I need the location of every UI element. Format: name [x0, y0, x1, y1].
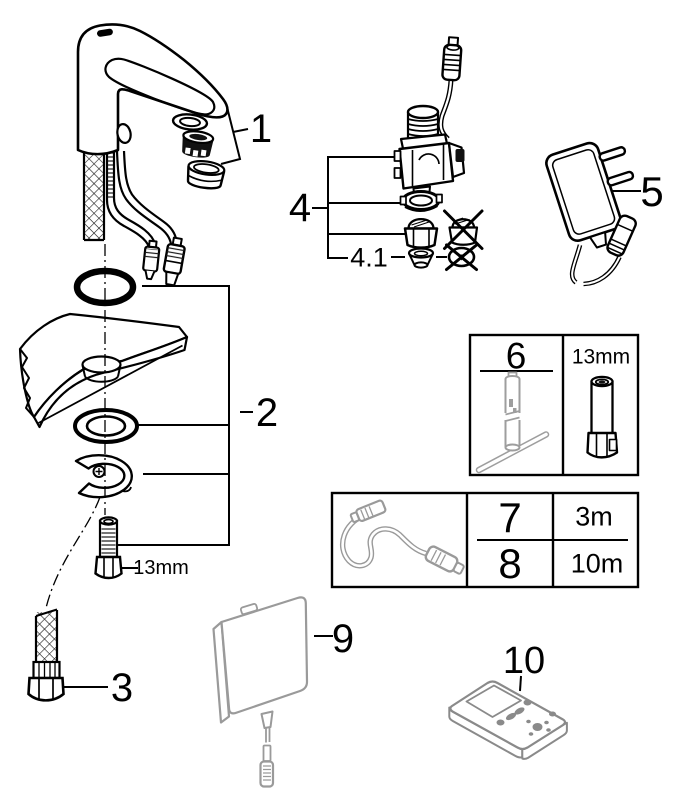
deck-hole	[81, 355, 122, 383]
cable-plug-a	[349, 499, 387, 523]
callout-2: 2	[255, 391, 279, 435]
stud-size-label: 13mm	[133, 557, 189, 579]
cone-gasket-drawing	[407, 247, 435, 269]
ring-nut-drawing	[399, 190, 443, 212]
tool-box-part-number: 6	[505, 335, 527, 377]
cable-box-frame	[330, 491, 640, 589]
mounting-tool-drawing	[475, 371, 550, 474]
power-supply-drawing	[545, 141, 637, 287]
cable-row-7-length: 3m	[575, 501, 613, 532]
faucet-top-slot	[97, 28, 113, 37]
socket-13mm-drawing	[586, 375, 619, 459]
cable-plug-b	[424, 545, 465, 575]
callout-1: 1	[249, 107, 273, 151]
callout-10: 10	[502, 640, 546, 682]
cable-row-8-number: 8	[498, 540, 522, 587]
faucet-drawing	[76, 23, 229, 287]
valve-cable-connector	[441, 36, 463, 82]
threaded-stud-drawing	[94, 516, 123, 580]
filter-nut-drawing	[403, 217, 439, 249]
basin-deck-drawing	[18, 312, 189, 429]
aerator-shell	[186, 160, 226, 190]
faucet-braided-hose	[82, 151, 106, 242]
faucet-spout-underside	[104, 57, 216, 116]
plug-prong	[598, 146, 627, 162]
adapter-body	[545, 141, 635, 249]
supply-hose-drawing	[27, 608, 65, 702]
callout-4-1: 4.1	[350, 242, 388, 273]
crossed-out-gasket-drawing	[445, 243, 478, 271]
sensor-window	[116, 123, 132, 144]
cable-connector-large	[162, 236, 186, 287]
cable-row-7-number: 7	[498, 494, 522, 541]
remote-control-drawing	[448, 680, 568, 760]
plug-prong	[606, 170, 635, 187]
box-cable	[259, 710, 275, 788]
remote-buttons	[496, 699, 556, 736]
aerator-mousseur	[182, 130, 215, 158]
callout-5: 5	[640, 168, 664, 215]
cable-row-8-length: 10m	[570, 548, 624, 579]
table-borders	[330, 333, 640, 589]
adapter-plug-connector	[606, 214, 637, 257]
valve-body	[393, 104, 466, 202]
callout-9: 9	[331, 617, 355, 661]
washer-drawing	[73, 408, 139, 444]
extension-cable-drawing	[339, 499, 465, 575]
callout-lines	[63, 105, 641, 692]
centerlines	[45, 244, 106, 609]
solenoid-valve-drawing	[393, 36, 484, 271]
remote-display	[465, 684, 522, 718]
faucet-sensor-cables	[105, 150, 178, 248]
crossed-out-filter-drawing	[443, 209, 484, 250]
aerator-gasket	[171, 113, 209, 131]
callout-4: 4	[288, 186, 312, 230]
power-box-drawing	[212, 596, 309, 788]
aerator-parts-drawing	[171, 113, 226, 190]
mounting-plate-drawing	[74, 454, 133, 499]
tool-box-frame	[468, 333, 640, 477]
callout-3: 3	[110, 666, 134, 710]
box-slot	[239, 602, 259, 616]
faucet-body	[76, 23, 229, 156]
tool-box-socket-size: 13mm	[571, 345, 631, 369]
cable-connector-small	[142, 239, 161, 281]
